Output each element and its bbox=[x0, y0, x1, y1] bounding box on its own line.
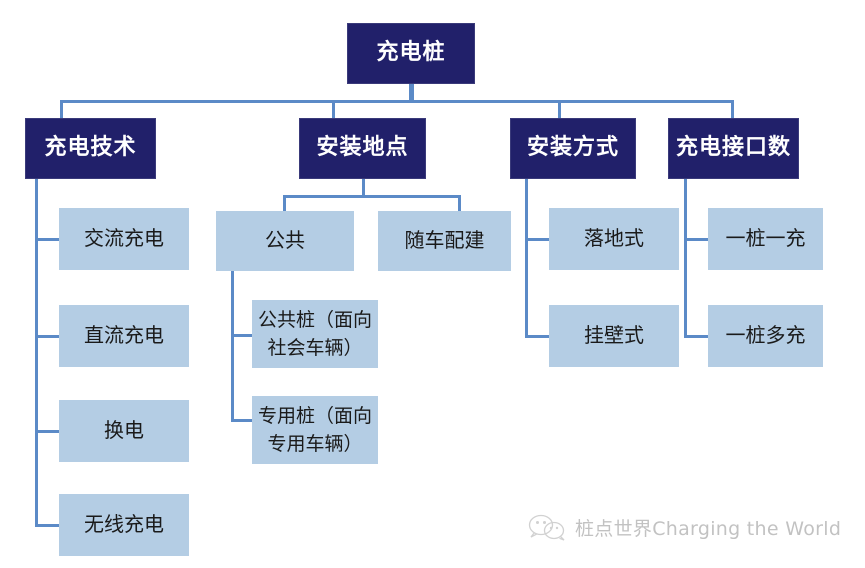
connector-tech-trunk bbox=[35, 178, 38, 527]
node-leaf-one-pile-one-port[interactable]: 一桩一充 bbox=[708, 208, 823, 270]
connector-tech-tick-3 bbox=[35, 430, 60, 433]
connector-tech-tick-2 bbox=[35, 335, 60, 338]
connector-drop-location bbox=[332, 100, 335, 119]
node-leaf-battery-swap[interactable]: 换电 bbox=[59, 400, 189, 462]
connector-root-stem bbox=[409, 84, 414, 102]
node-branch-charging-technology[interactable]: 充电技术 bbox=[25, 118, 156, 179]
connector-drop-public bbox=[283, 195, 286, 211]
watermark: 桩点世界Charging the World bbox=[527, 512, 841, 542]
connector-main-bus bbox=[60, 100, 734, 103]
connector-drop-ports bbox=[731, 100, 734, 119]
node-branch-installation-location[interactable]: 安装地点 bbox=[299, 118, 426, 179]
connector-ports-tick-2 bbox=[684, 335, 709, 338]
node-leaf-wall-mounted[interactable]: 挂壁式 bbox=[549, 305, 679, 367]
connector-tech-tick-4 bbox=[35, 524, 60, 527]
connector-mounting-tick-2 bbox=[525, 335, 550, 338]
connector-location-bus bbox=[283, 195, 461, 198]
watermark-text: 桩点世界Charging the World bbox=[575, 517, 842, 540]
node-root-charging-pile[interactable]: 充电桩 bbox=[347, 23, 475, 84]
node-leaf-vehicle-bundled[interactable]: 随车配建 bbox=[378, 211, 511, 271]
wechat-logo-icon bbox=[528, 514, 565, 541]
node-branch-connector-count[interactable]: 充电接口数 bbox=[668, 118, 799, 179]
connector-public-trunk bbox=[231, 271, 234, 422]
node-leaf-public-pile-social-vehicles[interactable]: 公共桩（面向社会车辆） bbox=[252, 300, 378, 368]
node-leaf-ac-charging[interactable]: 交流充电 bbox=[59, 208, 189, 270]
connector-mounting-trunk bbox=[525, 178, 528, 338]
connector-public-tick-2 bbox=[231, 419, 255, 422]
connector-drop-mounting bbox=[558, 100, 561, 119]
node-leaf-floor-mounted[interactable]: 落地式 bbox=[549, 208, 679, 270]
connector-drop-tech bbox=[60, 100, 63, 119]
connector-tech-tick-1 bbox=[35, 238, 60, 241]
connector-mounting-tick-1 bbox=[525, 238, 550, 241]
connector-drop-bundled bbox=[458, 195, 461, 211]
connector-public-tick-1 bbox=[231, 334, 255, 337]
node-leaf-dc-charging[interactable]: 直流充电 bbox=[59, 305, 189, 367]
node-leaf-wireless-charging[interactable]: 无线充电 bbox=[59, 494, 189, 556]
connector-ports-trunk bbox=[684, 178, 687, 338]
connector-location-stem bbox=[362, 178, 365, 196]
node-leaf-one-pile-multi-port[interactable]: 一桩多充 bbox=[708, 305, 823, 367]
connector-ports-tick-1 bbox=[684, 238, 709, 241]
node-leaf-dedicated-pile-dedicated-vehicles[interactable]: 专用桩（面向专用车辆） bbox=[252, 396, 378, 464]
node-branch-installation-method[interactable]: 安装方式 bbox=[510, 118, 636, 179]
node-leaf-public[interactable]: 公共 bbox=[216, 211, 354, 271]
